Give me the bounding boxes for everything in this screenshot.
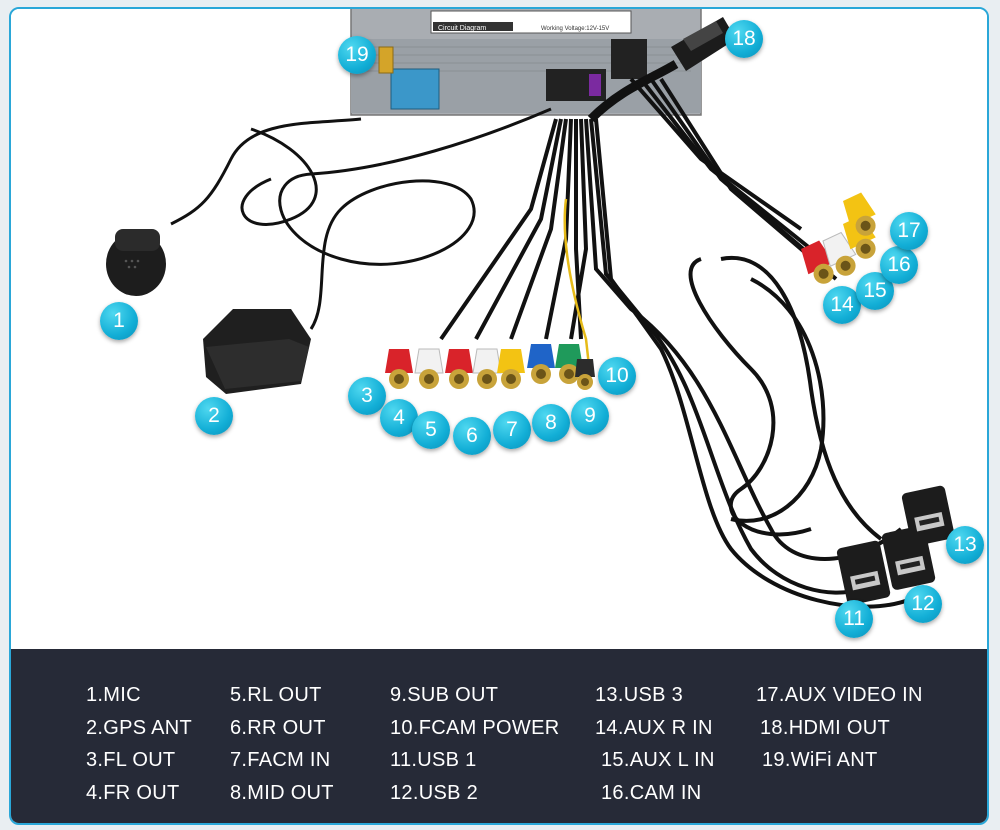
badge-16: 16 (880, 246, 918, 284)
harness-illustration: Circuit Diagram Working Voltage:12V-15V (106, 9, 955, 609)
legend-item: 2.GPS ANT (86, 716, 193, 739)
badge-18: 18 (725, 20, 763, 58)
badge-5: 5 (412, 411, 450, 449)
gps-antenna (203, 107, 552, 394)
wifi-antenna-connector (378, 46, 394, 74)
legend-column-2: 5.RL OUT 6.RR OUT 7.FACM IN 8.MID OUT (230, 679, 334, 809)
legend-panel: 1.MIC 2.GPS ANT 3.FL OUT 4.FR OUT 5.RL O… (11, 649, 987, 823)
badge-6: 6 (453, 417, 491, 455)
legend-item: 3.FL OUT (86, 749, 176, 771)
head-unit: Circuit Diagram Working Voltage:12V-15V (350, 9, 702, 116)
fcam-power-wire (563, 198, 593, 385)
badge-1: 1 (100, 302, 138, 340)
legend-item: 8.MID OUT (230, 781, 334, 804)
badge-3: 3 (348, 377, 386, 415)
label-working-voltage: Working Voltage:12V-15V (541, 26, 609, 32)
legend-item: 13.USB 3 (595, 684, 684, 706)
legend-item: 9.SUB OUT (390, 684, 499, 706)
legend-item: 16.CAM IN (601, 781, 702, 804)
badge-12: 12 (904, 585, 942, 623)
legend-item: 15.AUX L IN (601, 749, 715, 771)
legend-item: 11.USB 1 (390, 749, 477, 771)
usb-connectors (836, 485, 955, 605)
badge-14: 14 (823, 286, 861, 324)
cable-bundle (439, 77, 912, 609)
mic (106, 117, 362, 296)
usb-cable-loops (688, 255, 883, 541)
harness-photo: Circuit Diagram Working Voltage:12V-15V (11, 9, 987, 649)
badge-17: 17 (890, 212, 928, 250)
legend-item: 10.FCAM POWER (390, 716, 560, 739)
legend-column-5: 17.AUX VIDEO IN 18.HDMI OUT 19.WiFi ANT (756, 679, 923, 777)
legend-item: 6.RR OUT (230, 716, 326, 739)
badge-2: 2 (195, 397, 233, 435)
legend-item: 14.AUX R IN (595, 716, 713, 739)
badge-4: 4 (380, 399, 418, 437)
legend-item: 17.AUX VIDEO IN (756, 684, 923, 706)
rca-plugs-front (385, 344, 595, 390)
legend-column-1: 1.MIC 2.GPS ANT 3.FL OUT 4.FR OUT (86, 679, 192, 809)
rca-plugs-right (801, 192, 876, 284)
legend-item: 7.FACM IN (230, 749, 331, 771)
legend-item: 18.HDMI OUT (760, 716, 890, 739)
product-frame: Circuit Diagram Working Voltage:12V-15V (9, 7, 989, 825)
badge-7: 7 (493, 411, 531, 449)
legend-item: 4.FR OUT (86, 781, 180, 804)
legend-column-4: 13.USB 3 14.AUX R IN 15.AUX L IN 16.CAM … (595, 679, 715, 809)
legend-item: 19.WiFi ANT (762, 749, 878, 771)
legend-item: 1.MIC (86, 684, 141, 706)
badge-19: 19 (338, 36, 376, 74)
legend-item: 12.USB 2 (390, 781, 479, 804)
badge-8: 8 (532, 404, 570, 442)
legend-column-3: 9.SUB OUT 10.FCAM POWER 11.USB 1 12.USB … (390, 679, 559, 809)
badge-11: 11 (835, 600, 873, 638)
badge-9: 9 (571, 397, 609, 435)
badge-13: 13 (946, 526, 984, 564)
badge-10: 10 (598, 357, 636, 395)
legend-item: 5.RL OUT (230, 684, 322, 706)
label-circuit-diagram: Circuit Diagram (438, 25, 486, 32)
